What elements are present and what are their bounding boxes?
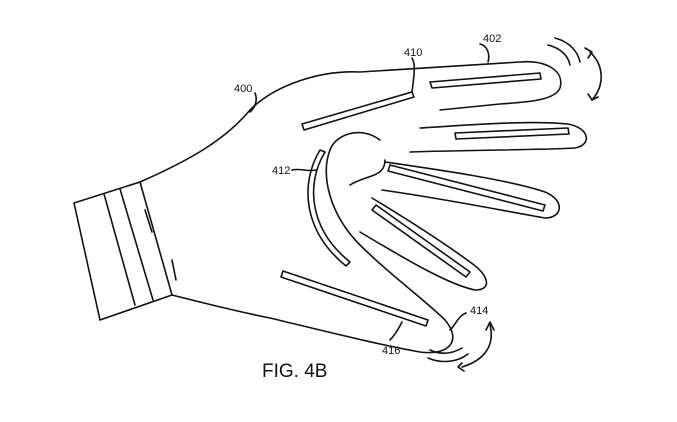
figure-caption: FIG. 4B	[262, 361, 327, 382]
sensor-strips	[280, 72, 570, 327]
glove-cuff	[73, 181, 177, 321]
label-thumb-sensor: 412	[272, 165, 290, 177]
motion-indicators	[427, 37, 602, 372]
label-index-sensor: 410	[404, 47, 422, 59]
label-index-finger: 402	[483, 33, 501, 45]
label-hand: 400	[234, 83, 252, 95]
hand-outline	[139, 60, 587, 354]
label-palm-sensor: 416	[382, 345, 400, 357]
leader-lines	[249, 43, 490, 341]
label-thumb-tip: 414	[470, 305, 488, 317]
